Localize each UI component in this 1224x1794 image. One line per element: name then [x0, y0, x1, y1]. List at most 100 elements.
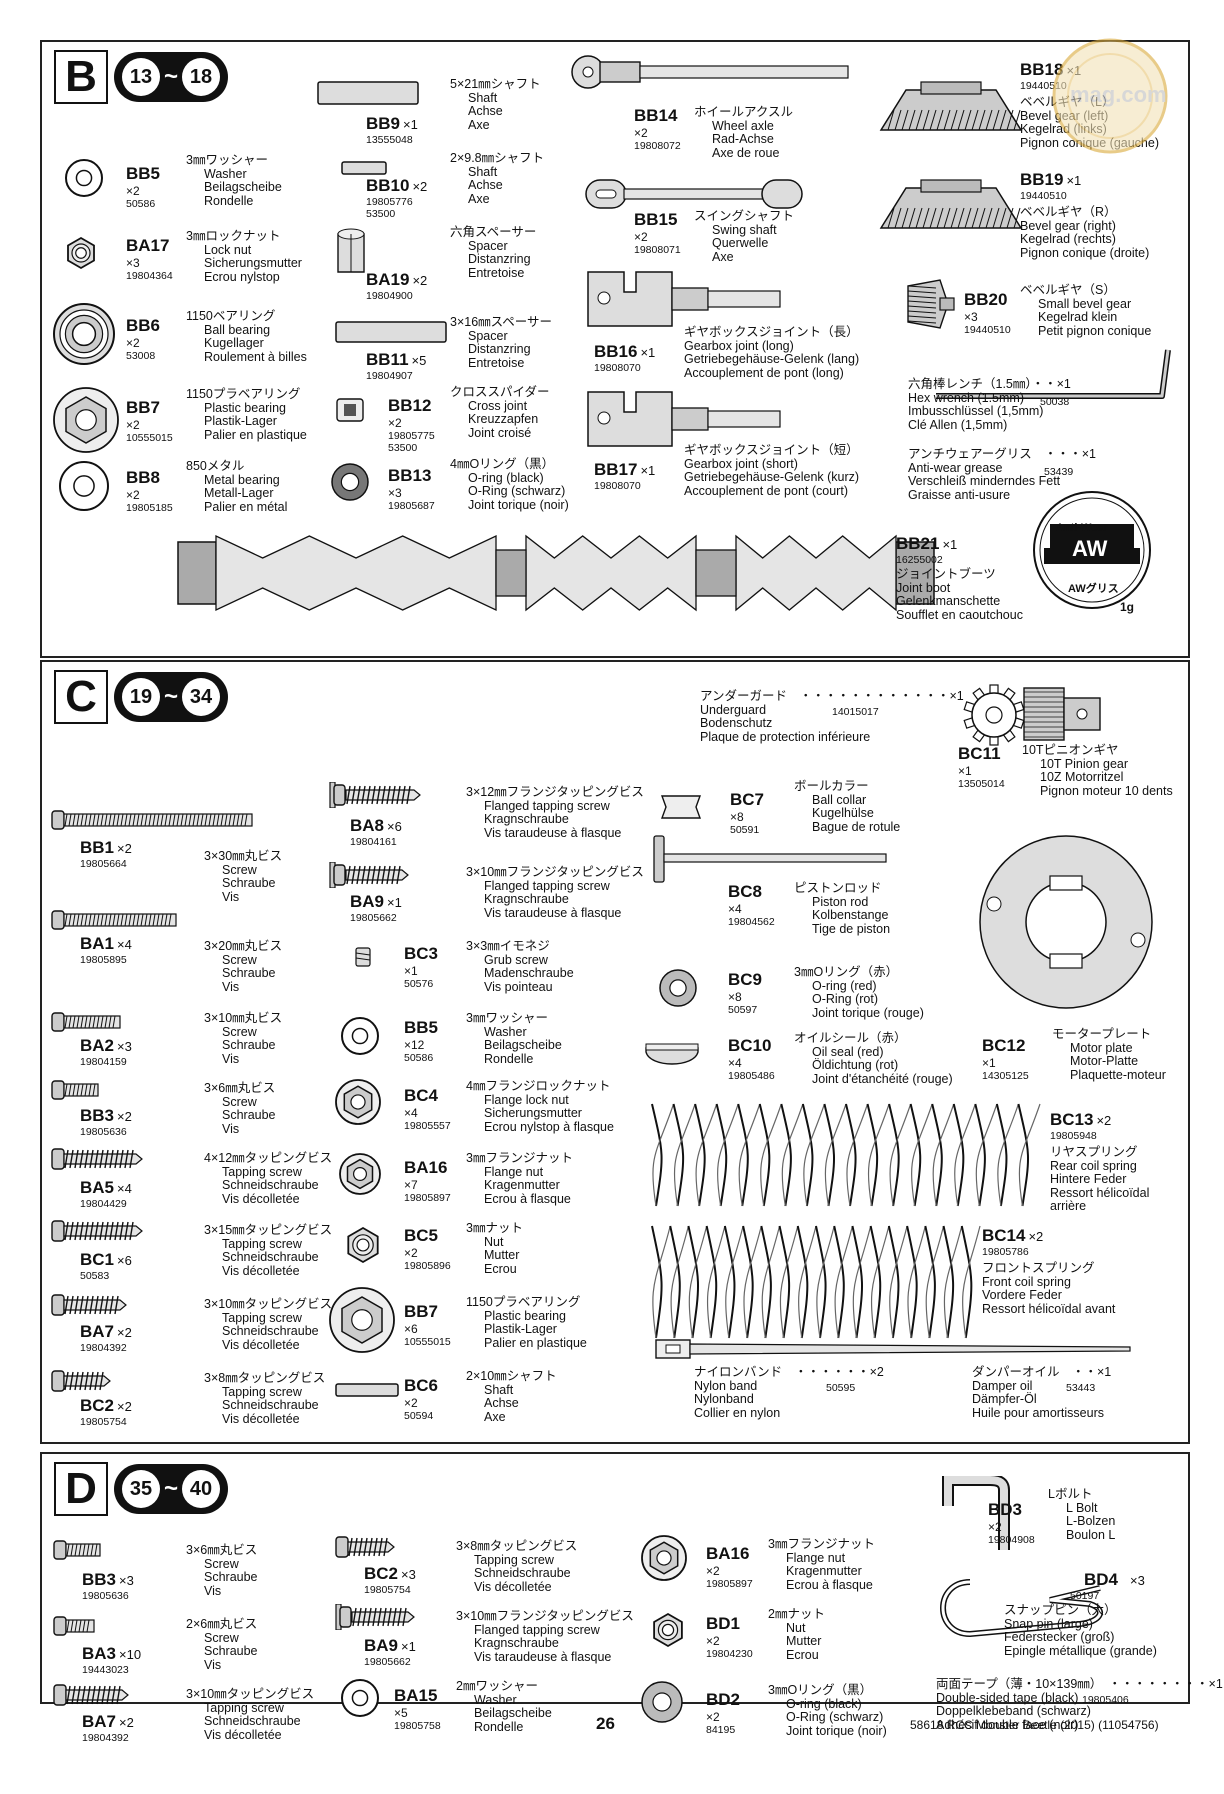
description-l2: Gelenkmanschette — [896, 594, 1001, 609]
description-l1: Underguard — [700, 702, 767, 717]
ba19-icon — [334, 226, 368, 283]
part-number: 50586 — [404, 1052, 434, 1064]
part-quantity: ×6 — [404, 1322, 418, 1336]
part-description: 3㎜Oリング（赤）O-ring (red)O-Ring (rot)Joint t… — [794, 965, 924, 1020]
description-l3: Rondelle — [204, 193, 254, 208]
part-number: 19805897 — [404, 1192, 451, 1204]
part-code-text: BA2 — [80, 1036, 115, 1055]
part-number: 19443023 — [82, 1664, 129, 1676]
part-quantity: ×1 — [958, 764, 972, 778]
description-l2: Hintere Feder — [1050, 1172, 1127, 1187]
description-jp: 3×16㎜スペーサー — [450, 315, 553, 329]
part-code: BD4 — [1084, 1570, 1118, 1590]
description-l1: Wheel axle — [712, 118, 774, 133]
description-jp: スナップピン（大） — [1004, 1603, 1117, 1617]
part-code-text: BC10 — [728, 1036, 772, 1055]
part-description: オイルシール（赤）Oil seal (red)Öldichtung (rot)J… — [794, 1031, 953, 1086]
bb16-icon — [584, 268, 784, 335]
bc9-icon — [658, 968, 698, 1013]
description-l2: Beilagscheibe — [204, 180, 282, 195]
part-code-text: BB5 — [404, 1018, 439, 1037]
part-code-text: BC2 — [80, 1396, 115, 1415]
description-l2: Distanzring — [468, 252, 531, 267]
part-number: 19440510 — [964, 324, 1011, 336]
description-l1: Screw — [204, 1630, 239, 1645]
part-quantity: ×1 — [640, 345, 656, 360]
description-l1: Lock nut — [204, 242, 252, 257]
part-number: 84195 — [706, 1724, 736, 1736]
part-number: 10555015 — [404, 1336, 451, 1348]
description-l3: Ecrou nylstop à flasque — [484, 1119, 614, 1134]
section-letter: C — [54, 670, 108, 724]
description-jp: 2×9.8㎜シャフト — [450, 151, 545, 165]
part-code-text: BB19 — [1020, 170, 1064, 189]
description-l3: Palier en plastique — [204, 427, 307, 442]
part-code-text: BA5 — [80, 1178, 115, 1197]
part-quantity: ×10 — [119, 1647, 142, 1662]
description-jp: リヤスプリング — [1050, 1145, 1138, 1159]
part-number: 19805687 — [388, 500, 435, 512]
part-number: 19805557 — [404, 1120, 451, 1132]
part-number: 19804429 — [80, 1198, 127, 1210]
description-jp: アンチウェアーグリス ・・・×1 — [908, 447, 1097, 461]
description-l1: Grub screw — [484, 952, 548, 967]
bc1-icon — [50, 1218, 146, 1249]
bc11-icon — [962, 680, 1112, 755]
part-code-text: BA7 — [82, 1712, 117, 1731]
description-l3: Vis décolletée — [222, 1411, 300, 1426]
part-code-text: BA17 — [126, 236, 170, 255]
description-jp: ギヤボックスジョイント（長） — [684, 325, 859, 339]
description-l3: Entretoise — [468, 265, 525, 280]
section-letter: D — [54, 1462, 108, 1516]
grease-label-lab2: AW — [1072, 536, 1108, 561]
part-code: BB7 — [126, 398, 160, 418]
item-number: 50038 — [1040, 396, 1070, 408]
description-l1: Ball bearing — [204, 322, 271, 337]
description-jp: 3×10㎜フランジタッピングビス — [456, 1609, 634, 1623]
item-number: 53439 — [1044, 466, 1074, 478]
bb12-icon — [334, 396, 366, 429]
bb7c-icon — [328, 1286, 396, 1359]
description-jp: 4㎜Oリング（黒） — [450, 457, 555, 471]
part-quantity: ×2 — [117, 841, 132, 856]
part-code: BA2×3 — [80, 1036, 132, 1056]
step-to: 18 — [182, 58, 221, 96]
description-jp: 3×8㎜タッピングビス — [204, 1371, 326, 1385]
description-l3: Plaquette-moteur — [1070, 1067, 1166, 1082]
part-number: 50197 — [1070, 1590, 1100, 1602]
description-jp: 3×6㎜丸ビス — [186, 1543, 258, 1557]
bb19-icon — [876, 178, 1026, 243]
description-jp: ボールカラー — [794, 779, 869, 793]
description-jp: 2×10㎜シャフト — [466, 1369, 557, 1383]
description-l3: Pignon conique (droite) — [1020, 245, 1150, 260]
part-number: 19805897 — [706, 1578, 753, 1590]
part-code: BC6 — [404, 1376, 438, 1396]
description-l3: Ecrou à flasque — [786, 1577, 873, 1592]
description-l1: Spacer — [468, 328, 508, 343]
description-jp: アンダーガード ・・・・・・・・・・・・×1 — [700, 689, 964, 703]
part-code-text: BC4 — [404, 1086, 439, 1105]
part-quantity: ×3 — [119, 1573, 134, 1588]
part-number: 19805636 — [82, 1590, 129, 1602]
description-l1: Washer — [474, 1692, 517, 1707]
wrench-icon — [932, 344, 1182, 409]
description-l2: Metall-Lager — [204, 486, 274, 501]
bb14-icon — [570, 52, 850, 97]
part-code-text: BC3 — [404, 944, 439, 963]
description-l2: Schraube — [222, 1038, 276, 1053]
part-quantity: ×2 — [126, 184, 140, 198]
description-l1: Tapping screw — [204, 1700, 284, 1715]
step-from: 13 — [122, 58, 160, 96]
